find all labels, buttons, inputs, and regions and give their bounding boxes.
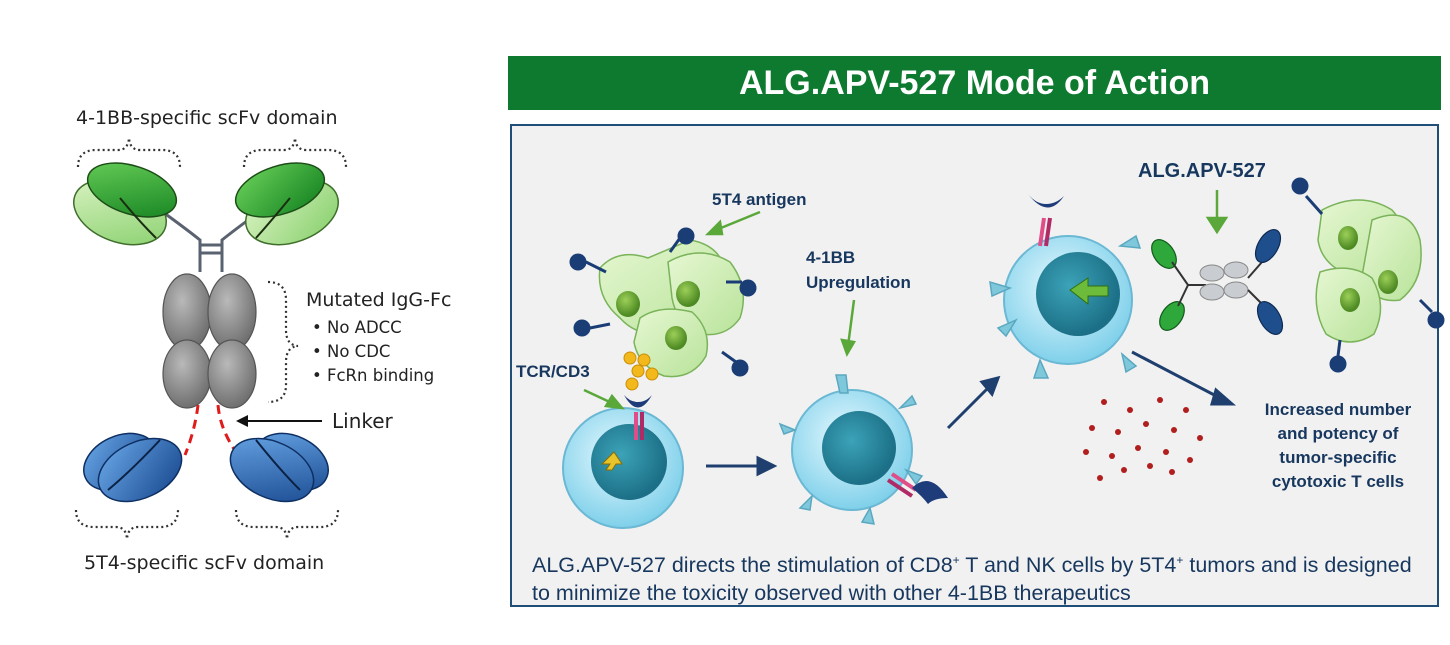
fc-title: Mutated IgG-Fc	[306, 289, 452, 311]
caption-sup-2: +	[1176, 553, 1184, 567]
outcome-line-4: cytotoxic T cells	[1271, 472, 1405, 491]
fc-feature-3: • FcRn binding	[312, 366, 435, 385]
outcome-line-2: and potency of	[1277, 424, 1399, 443]
tumor-cluster-right	[1291, 177, 1445, 373]
caption-part-3: tumors and is designed to minimize the t…	[532, 553, 1412, 606]
caption-sup-1: +	[952, 553, 960, 567]
cytokine-dots	[1083, 397, 1203, 481]
fc-feature-2: • No CDC	[312, 342, 391, 361]
fc-brace	[267, 280, 299, 404]
blue-scfv-left	[83, 432, 183, 503]
t-cell-2	[778, 374, 948, 525]
outcome-line-1: Increased number	[1264, 400, 1412, 419]
fc-feature-text-2: No CDC	[326, 342, 391, 361]
bottom-left-brace	[74, 509, 180, 540]
t-cell-1	[562, 395, 684, 529]
top-left-brace	[76, 137, 182, 168]
bispecific-molecule	[1151, 229, 1284, 335]
fc-feature-text-1: No ADCC	[326, 318, 402, 337]
moa-title: ALG.APV-527 Mode of Action	[508, 56, 1441, 110]
t-cell-3	[989, 194, 1142, 379]
label-41bb-line1: 4-1BB	[806, 248, 856, 267]
label-tcr-cd3: TCR/CD3	[516, 362, 590, 381]
bottom-scfv-label: 5T4-specific scFv domain	[84, 552, 325, 574]
linker-label: Linker	[332, 409, 393, 433]
green-scfv-left	[72, 162, 178, 246]
antibody-schematic: 4-1BB-specific scFv domain Mutated IgG-F…	[0, 0, 500, 645]
linker-left	[183, 404, 200, 456]
pointer-arrows	[583, 190, 1229, 410]
top-scfv-label: 4-1BB-specific scFv domain	[76, 107, 338, 129]
fc-feature-1: • No ADCC	[312, 318, 402, 337]
outcome-line-3: tumor-specific	[1279, 448, 1397, 467]
bottom-right-brace	[234, 509, 340, 540]
tumor-cluster-left	[569, 227, 757, 391]
antibody-drawing	[72, 137, 348, 540]
caption-part-2: T and NK cells by 5T4	[959, 553, 1177, 578]
moa-caption: ALG.APV-527 directs the stimulation of C…	[532, 546, 1432, 607]
green-scfv-right	[234, 162, 340, 246]
outcome-text: Increased number and potency of tumor-sp…	[1238, 398, 1438, 494]
label-drug: ALG.APV-527	[1138, 160, 1266, 182]
top-right-brace	[242, 137, 348, 168]
label-5t4-antigen: 5T4 antigen	[712, 190, 807, 209]
fc-feature-text-3: FcRn binding	[326, 366, 435, 385]
blue-scfv-right	[229, 432, 329, 503]
process-arrows	[706, 350, 1236, 477]
fc-domains	[162, 273, 257, 409]
label-41bb-line2: Upregulation	[806, 273, 911, 292]
caption-part-1: ALG.APV-527 directs the stimulation of C…	[532, 553, 953, 578]
